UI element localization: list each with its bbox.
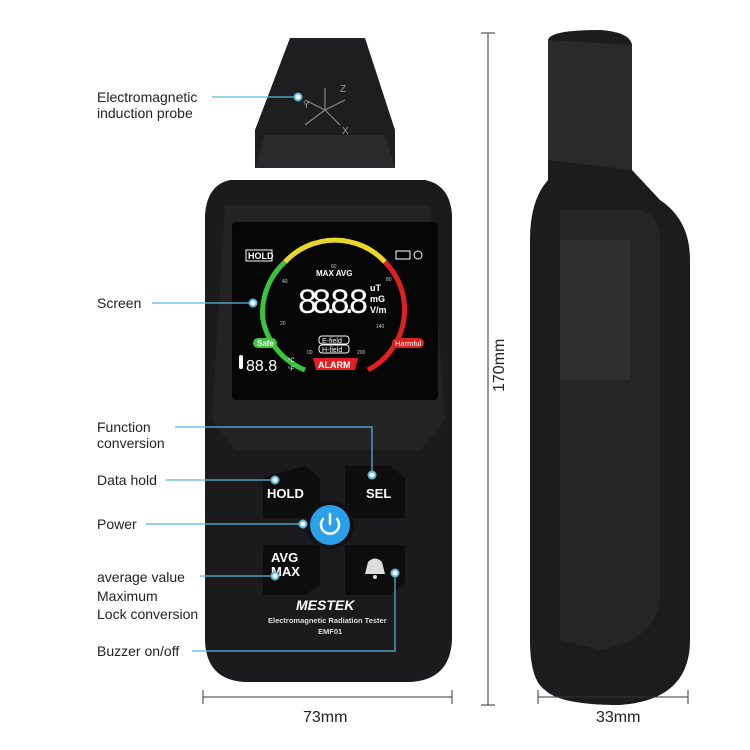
- hold-indicator: HOLD: [248, 251, 274, 261]
- unit-mg: mG: [370, 294, 385, 304]
- avg-button-label: AVG: [271, 550, 298, 565]
- height-dimension: 170mm: [491, 339, 508, 392]
- callout-power: Power: [97, 516, 137, 532]
- probe: Z Y X: [255, 38, 395, 168]
- dimension-lines: [202, 32, 689, 706]
- callout-function-line2: conversion: [97, 435, 165, 451]
- unit-vm: V/m: [370, 305, 387, 315]
- callout-avgmax-line2: Maximum: [97, 587, 158, 604]
- model-number: EMF01: [318, 627, 342, 636]
- callout-avgmax-line1: average value: [97, 569, 185, 585]
- max-avg-indicator: MAX AVG: [316, 269, 352, 278]
- main-reading: 88.8.8: [298, 283, 368, 321]
- sel-button-label: SEL: [366, 486, 391, 501]
- callout-hold: Data hold: [97, 472, 157, 488]
- tick-label: 40: [282, 279, 288, 285]
- harmful-label: Harmful: [395, 339, 422, 348]
- unit-ut: uT: [370, 283, 381, 293]
- hfield-indicator: H-field: [322, 347, 342, 354]
- tick-label: 20: [280, 321, 286, 327]
- avg-max-button[interactable]: [263, 545, 320, 595]
- callout-avgmax-line3: Lock conversion: [97, 606, 199, 622]
- depth-dimension: 33mm: [596, 709, 641, 726]
- axis-y: Y: [303, 100, 310, 111]
- power-icon: [319, 512, 341, 535]
- thermometer-icon: [239, 355, 243, 369]
- axes-icon: [304, 88, 346, 126]
- bell-icon: [365, 558, 385, 579]
- sel-button[interactable]: [345, 466, 405, 518]
- brand-logo: MESTEK: [296, 597, 355, 613]
- unit-fahrenheit: °F: [288, 367, 294, 373]
- callout-probe-line2: induction probe: [97, 105, 193, 121]
- tick-label: 00: [307, 350, 313, 356]
- safe-badge: [253, 338, 277, 348]
- battery-icon: [395, 250, 411, 260]
- hold-button-label: HOLD: [267, 486, 304, 501]
- alarm-badge: [313, 358, 358, 370]
- callout-probe-line1: Electromagnetic: [97, 89, 198, 105]
- tick-label: 200: [357, 350, 366, 356]
- alarm-label: ALARM: [318, 360, 351, 370]
- callout-function-line1: Function: [97, 419, 151, 435]
- callout-lines: [146, 96, 396, 652]
- product-name: Electromagnetic Radiation Tester: [268, 616, 387, 625]
- unit-celsius: °C: [288, 358, 295, 364]
- tick-label: 80: [386, 277, 392, 283]
- callout-dots: [248, 92, 400, 581]
- side-view-device: [530, 30, 690, 705]
- harmful-badge: [392, 338, 424, 348]
- axis-z: Z: [340, 84, 346, 95]
- tick-label: 140: [376, 324, 385, 330]
- temperature-reading: 88.8: [246, 358, 277, 375]
- power-status-icon: [413, 250, 423, 260]
- callout-screen: Screen: [97, 295, 142, 311]
- tick-label: 60: [331, 264, 337, 270]
- width-dimension: 73mm: [303, 709, 348, 726]
- front-device-body: [205, 180, 452, 682]
- callout-buzzer: Buzzer on/off: [97, 643, 180, 659]
- safe-label: Safe: [257, 339, 274, 348]
- efield-indicator: E-field: [322, 338, 342, 345]
- axis-x: X: [342, 126, 349, 137]
